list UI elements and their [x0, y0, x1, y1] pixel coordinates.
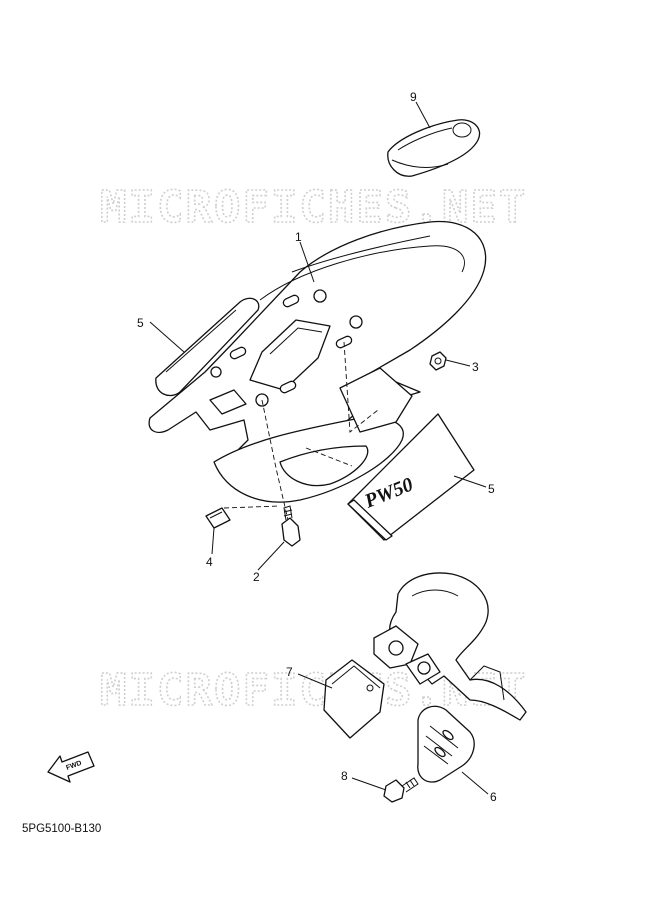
part-6-footrest — [417, 705, 475, 783]
part-5-left-decal — [155, 297, 260, 397]
dash-bolt-2 — [261, 399, 289, 521]
callout-5-right: 5 — [488, 482, 495, 496]
fwd-arrow-icon: FWD — [47, 751, 95, 783]
callout-4: 4 — [206, 555, 213, 569]
part-4-pad — [205, 507, 231, 529]
callout-6: 6 — [490, 790, 497, 804]
part-2-bolt — [281, 505, 301, 547]
diagram-code: 5PG5100-B130 — [22, 823, 102, 835]
part-1-rear-fender — [148, 220, 487, 503]
callout-5-left: 5 — [137, 316, 144, 330]
callout-8: 8 — [341, 769, 348, 783]
part-7-bracket — [323, 659, 385, 739]
callout-9: 9 — [410, 90, 417, 104]
part-8-bolt — [383, 777, 419, 803]
frame-section — [373, 572, 527, 721]
part-9-cover — [387, 119, 481, 177]
callout-7: 7 — [286, 665, 293, 679]
dash-center — [343, 341, 379, 433]
callout-2: 2 — [253, 570, 260, 584]
part-3-nut — [429, 351, 447, 371]
callout-3: 3 — [472, 360, 479, 374]
leader-lines — [149, 101, 489, 795]
callout-1: 1 — [295, 230, 302, 244]
dash-decal — [305, 447, 353, 467]
dash-pad — [223, 505, 281, 509]
